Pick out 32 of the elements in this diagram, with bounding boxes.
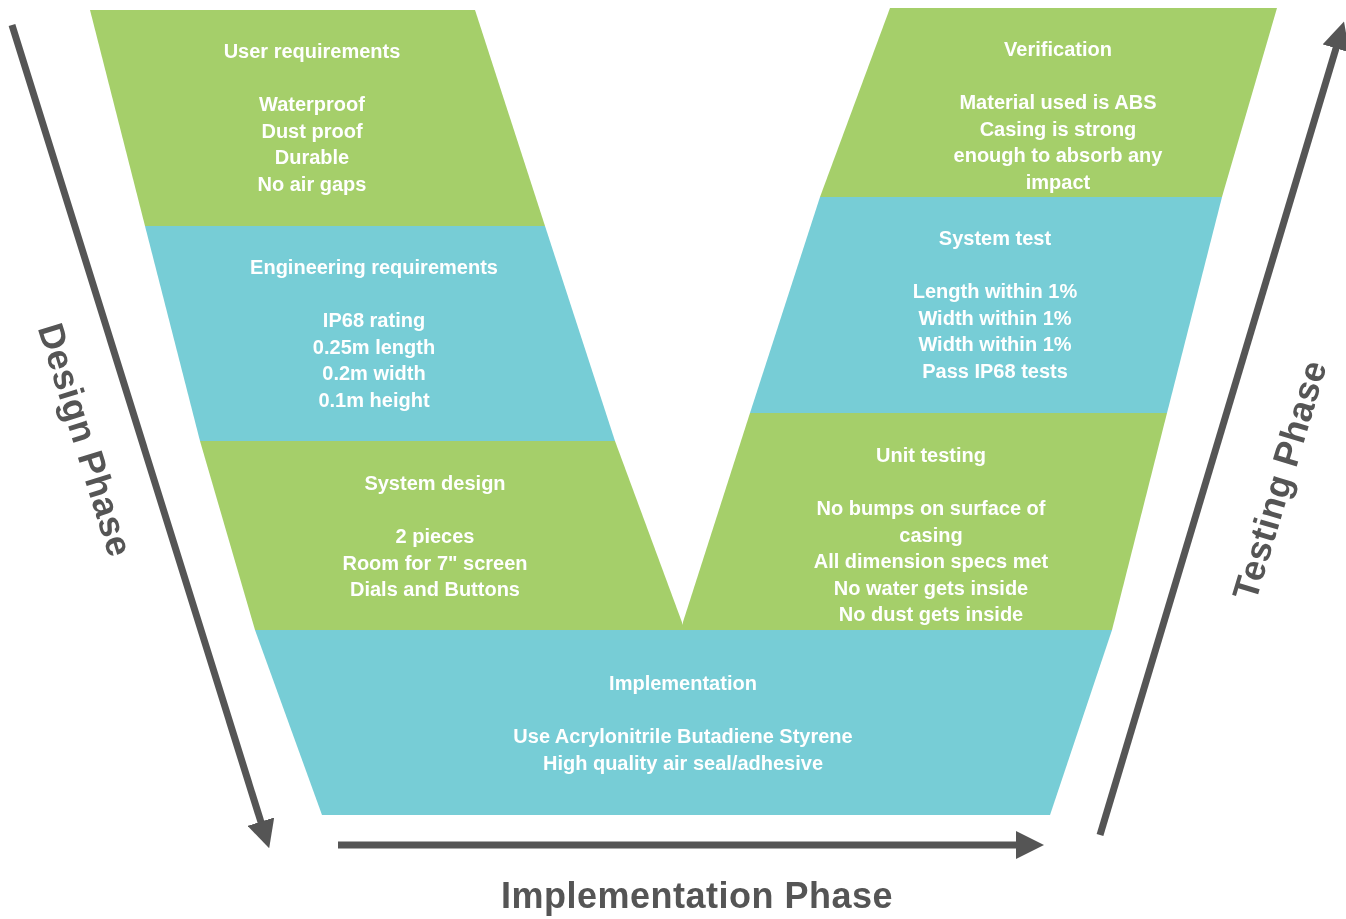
band-text: Use Acrylonitrile Butadiene Styrene [513, 724, 853, 749]
phase-label: Implementation Phase [500, 875, 894, 917]
band-text: All dimension specs met [813, 549, 1049, 574]
band-text: Room for 7" screen [342, 550, 528, 576]
band-text: Width within 1% [918, 332, 1072, 357]
phase-label: Design Phase [28, 318, 142, 562]
band-text: Width within 1% [918, 305, 1072, 331]
band-text: Waterproof [259, 92, 365, 117]
band-heading: System design [364, 471, 506, 496]
band-text: 0.1m height [318, 387, 430, 413]
band-text: No bumps on surface of casing [815, 496, 1047, 548]
band-text: Pass IP68 tests [922, 358, 1068, 384]
band-text: Length within 1% [912, 279, 1078, 304]
band-text: High quality air seal/adhesive [542, 750, 824, 776]
band-heading: Engineering requirements [250, 255, 498, 280]
band-text: IP68 rating [322, 308, 426, 333]
band-text: Dials and Buttons [350, 577, 520, 602]
band-heading: System test [938, 226, 1052, 251]
band-heading: Implementation [609, 671, 757, 696]
band-heading: User requirements [223, 39, 401, 64]
band-text: No water gets inside [833, 575, 1029, 601]
band-text: Dust proof [261, 118, 363, 144]
band-heading: Verification [1004, 37, 1112, 62]
band-text: 2 pieces [395, 524, 475, 549]
band-text: Durable [274, 145, 350, 170]
band-heading: Unit testing [876, 443, 986, 468]
band-text: Material used is ABS [959, 90, 1157, 115]
band-text: Casing is strong enough to absorb any impact [952, 116, 1164, 195]
band-text: No air gaps [257, 171, 367, 197]
band-text: 0.25m length [312, 334, 436, 360]
band-text: No dust gets inside [838, 602, 1024, 627]
band-text: 0.2m width [322, 361, 426, 386]
